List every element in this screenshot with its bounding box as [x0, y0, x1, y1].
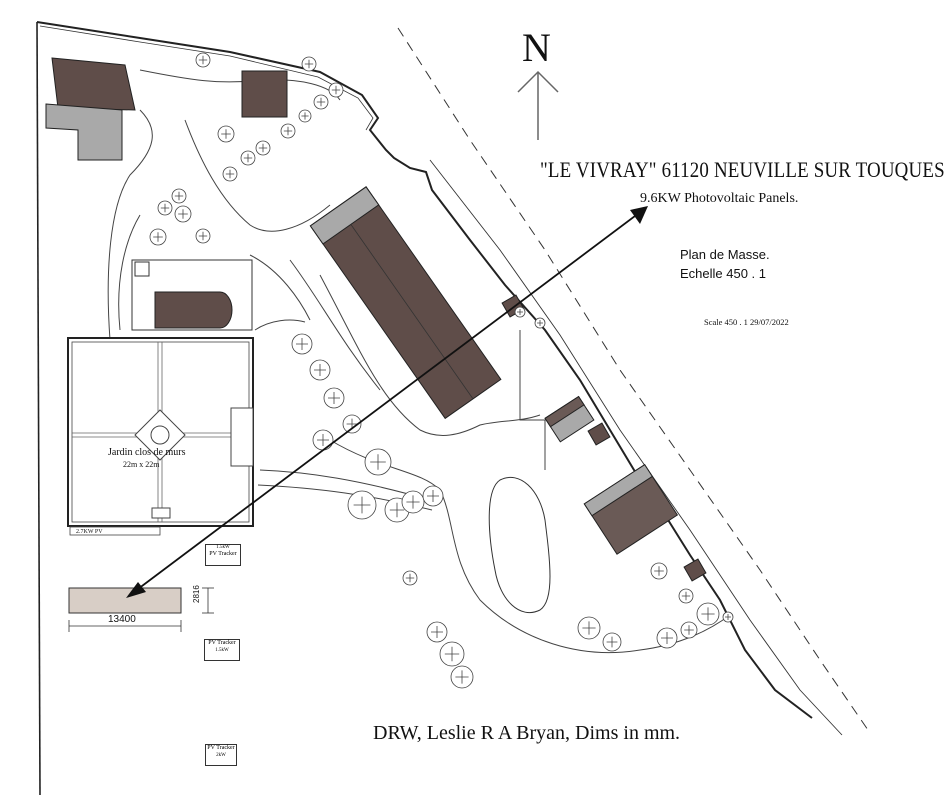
tree-detail: [684, 625, 694, 635]
tree-detail: [431, 626, 443, 638]
array-width-label: 2816: [192, 585, 201, 603]
plan-title: "LE VIVRAY" 61120 NEUVILLE SUR TOUQUES: [540, 157, 945, 182]
pv-strip-label: 2.7KW PV: [76, 529, 103, 535]
tree-detail: [582, 621, 596, 635]
tree-detail: [258, 143, 268, 153]
garden-dims-label: 22m x 22m: [123, 460, 160, 469]
building-roof: [51, 57, 136, 111]
small-building: [683, 558, 707, 582]
driveway: [289, 259, 381, 391]
tree-detail: [316, 97, 326, 107]
trees: [149, 52, 734, 689]
driveway: [139, 69, 341, 101]
tracker-power-label: 2kW: [216, 752, 226, 758]
road-edge-solid: [429, 159, 843, 736]
leader-arrowhead: [630, 206, 648, 224]
small-shed: [134, 261, 150, 277]
tree-detail: [654, 566, 664, 576]
north-boundary-inner: [39, 25, 374, 131]
north-label: N: [522, 25, 551, 70]
tree-detail: [221, 129, 231, 139]
tracker-name-label: PV Tracker: [208, 640, 236, 646]
tree-detail: [444, 646, 460, 662]
driveway: [118, 214, 141, 331]
driveway: [319, 274, 541, 436]
tree-detail: [681, 591, 691, 601]
tree-detail: [160, 203, 170, 213]
tree-detail: [225, 169, 235, 179]
tree-detail: [701, 607, 715, 621]
pv-strip: [69, 526, 161, 536]
small-building: [587, 422, 611, 446]
driveway: [519, 330, 546, 470]
tracker-power-label: 1.5kW: [216, 545, 230, 550]
tree-detail: [405, 573, 415, 583]
tree-detail: [606, 636, 618, 648]
array-length-label: 13400: [108, 614, 136, 625]
tree-detail: [331, 85, 341, 95]
tree-detail: [427, 490, 439, 502]
author-credit: DRW, Leslie R A Bryan, Dims in mm.: [373, 722, 681, 744]
tree-detail: [198, 231, 208, 241]
road-edge-dashed: [397, 27, 869, 731]
scale-date-label: Scale 450 . 1 29/07/2022: [704, 317, 789, 327]
garden-name-label: Jardin clos de murs: [108, 447, 186, 458]
driveway: [107, 109, 153, 341]
driveway: [329, 439, 731, 653]
driveway: [249, 254, 311, 321]
tree-detail: [317, 434, 329, 446]
tree-detail: [153, 232, 163, 242]
site-plan: [36, 21, 869, 796]
tree-detail: [725, 614, 731, 620]
tree-detail: [304, 59, 314, 69]
tracker-name-label: PV Tracker: [209, 551, 237, 558]
tree-detail: [198, 55, 208, 65]
tree-detail: [537, 320, 543, 326]
tree-detail: [370, 454, 386, 470]
pv-tracker-box: PV Tracker 1.5kW: [204, 639, 240, 661]
tree-detail: [296, 338, 308, 350]
tree-detail: [174, 191, 184, 201]
tree-detail: [353, 496, 371, 514]
pond: [488, 476, 551, 614]
building-roof: [241, 70, 288, 118]
barn: [309, 186, 502, 420]
garden-alcove: [230, 407, 254, 467]
east-building: [544, 395, 595, 443]
tree-detail: [389, 502, 405, 518]
driveway: [184, 119, 331, 232]
garden-feature: [150, 425, 170, 445]
tree-detail: [455, 670, 469, 684]
pv-tracker-box: PV Tracker 2kW: [205, 744, 237, 766]
garden-feature: [151, 507, 171, 519]
tree-detail: [328, 392, 340, 404]
leader-arrowhead: [126, 582, 146, 598]
building-roof: [45, 103, 123, 161]
tree-detail: [283, 126, 293, 136]
driveway: [254, 319, 306, 331]
leader-line: [129, 209, 644, 596]
west-boundary: [36, 21, 41, 796]
tracker-power-label: 1.5kW: [215, 647, 229, 653]
plan-subtitle: 9.6KW Photovoltaic Panels.: [640, 191, 799, 206]
east-building: [583, 463, 679, 555]
pv-array: [68, 587, 182, 614]
tree-detail: [301, 112, 309, 120]
tree-detail: [406, 495, 420, 509]
plan-type-label: Plan de Masse.: [680, 247, 770, 262]
tree-detail: [178, 209, 188, 219]
tree-detail: [243, 153, 253, 163]
tree-detail: [314, 364, 326, 376]
tree-detail: [661, 632, 673, 644]
tracker-name-label: PV Tracker: [207, 745, 235, 751]
north-arrow-icon: [517, 70, 559, 140]
scale-label: Echelle 450 . 1: [680, 266, 767, 281]
outbuilding-roof: [154, 291, 233, 329]
tree-detail: [517, 309, 523, 315]
pv-tracker-box: 1.5kW PV Tracker: [205, 544, 241, 566]
